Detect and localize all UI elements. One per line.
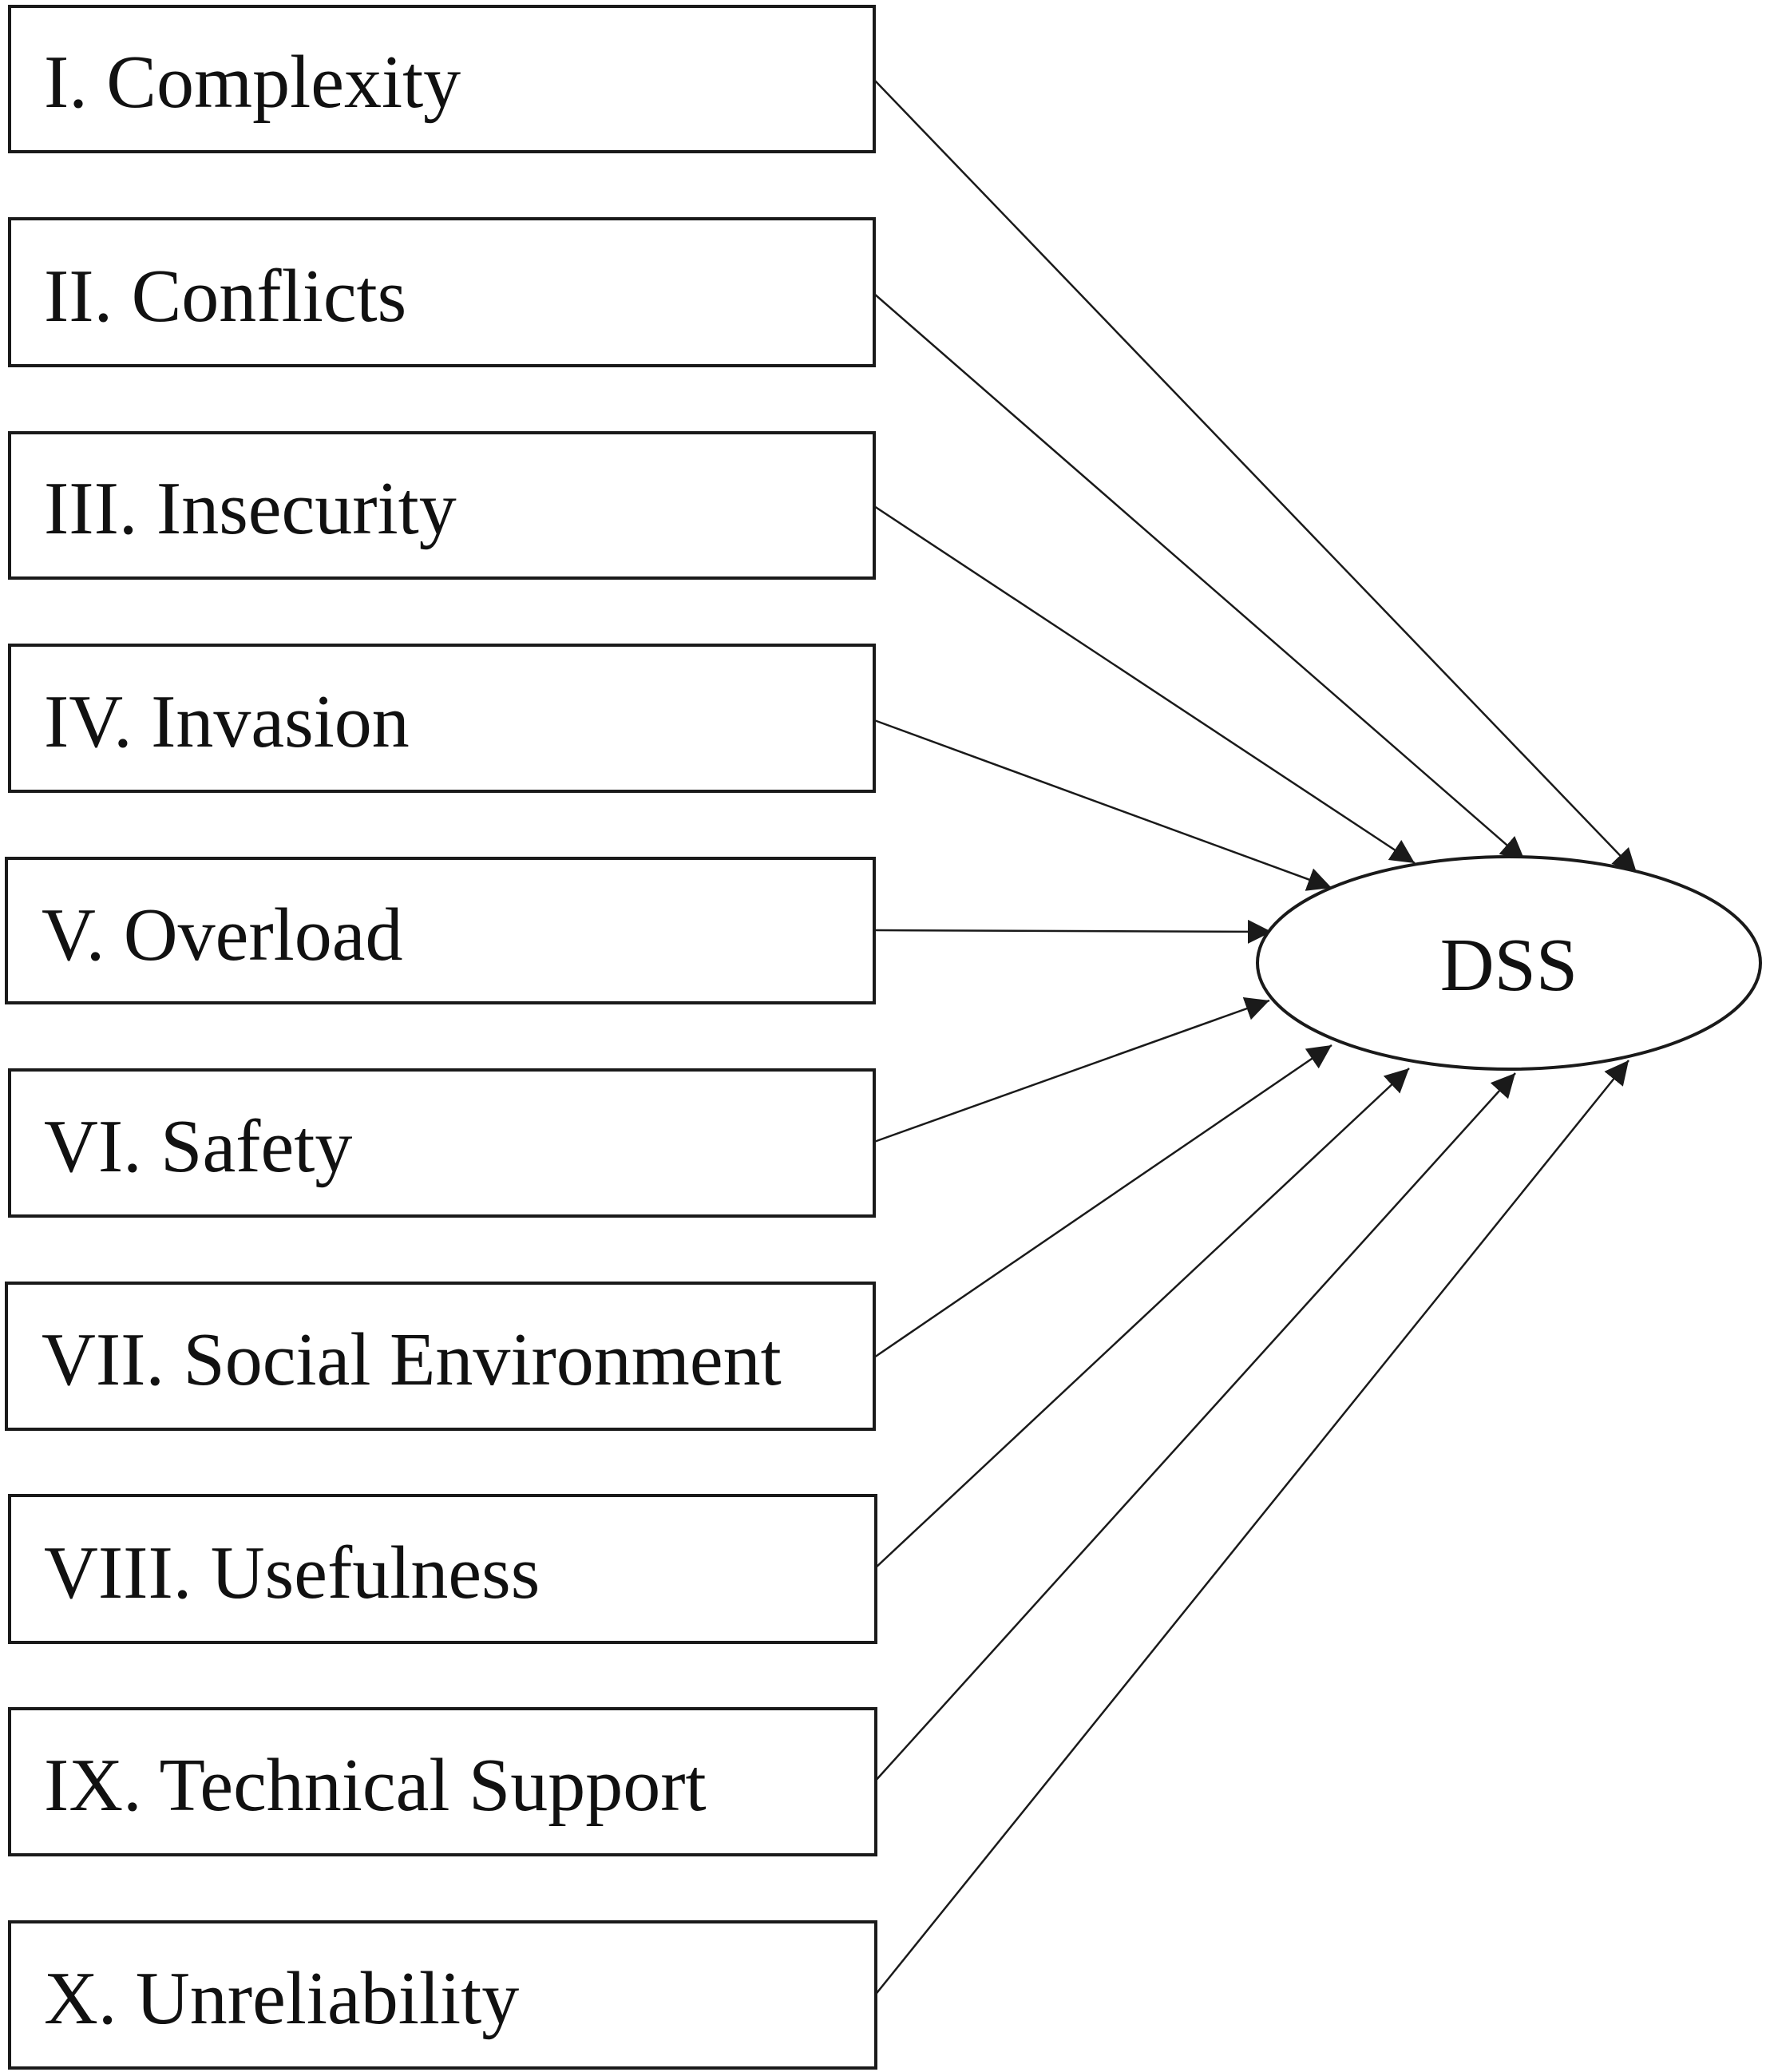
- arrow-unreliability-to-dss: [873, 1060, 1629, 1997]
- factor-label: II. Conflicts: [44, 255, 406, 338]
- factor-box-technical-support: IX. Technical Support: [8, 1707, 877, 1856]
- arrow-conflicts-to-dss: [873, 293, 1526, 862]
- factor-label: III. Insecurity: [44, 467, 457, 550]
- arrow-layer: [873, 79, 1637, 1997]
- arrow-invasion-to-dss: [873, 719, 1332, 891]
- factor-box-unreliability: X. Unreliability: [8, 1920, 877, 2070]
- factor-box-safety: VI. Safety: [8, 1068, 876, 1218]
- factor-label: X. Unreliability: [44, 1957, 519, 2040]
- factor-box-conflicts: II. Conflicts: [8, 217, 876, 367]
- dss-label: DSS: [1440, 924, 1578, 1007]
- arrow-social-environment-to-dss: [873, 1044, 1332, 1359]
- arrow-insecurity-to-dss: [873, 505, 1416, 865]
- arrow-safety-to-dss: [873, 996, 1270, 1143]
- factor-box-insecurity: III. Insecurity: [8, 431, 876, 580]
- factor-box-usefulness: VIII. Usefulness: [8, 1494, 877, 1644]
- factor-label: VI. Safety: [44, 1105, 352, 1188]
- factor-box-overload: V. Overload: [5, 857, 876, 1004]
- factor-box-invasion: IV. Invasion: [8, 644, 876, 793]
- factor-box-social-environment: VII. Social Environment: [5, 1282, 876, 1431]
- factor-label: IV. Invasion: [44, 680, 410, 763]
- factor-box-complexity: I. Complexity: [8, 5, 876, 153]
- factor-label: I. Complexity: [44, 41, 461, 124]
- arrow-overload-to-dss: [873, 919, 1273, 944]
- factor-list: I. Complexity II. Conflicts III. Insecur…: [5, 5, 877, 2070]
- arrow-usefulness-to-dss: [873, 1068, 1410, 1570]
- dss-ellipse: [1256, 855, 1762, 1071]
- factor-label: V. Overload: [42, 893, 403, 977]
- dss-node: DSS: [1256, 855, 1762, 1071]
- factor-label: VII. Social Environment: [42, 1318, 782, 1401]
- factor-label: IX. Technical Support: [44, 1744, 707, 1827]
- arrow-complexity-to-dss: [873, 79, 1637, 874]
- factor-label: VIII. Usefulness: [44, 1531, 540, 1614]
- arrow-technical-support-to-dss: [873, 1072, 1516, 1783]
